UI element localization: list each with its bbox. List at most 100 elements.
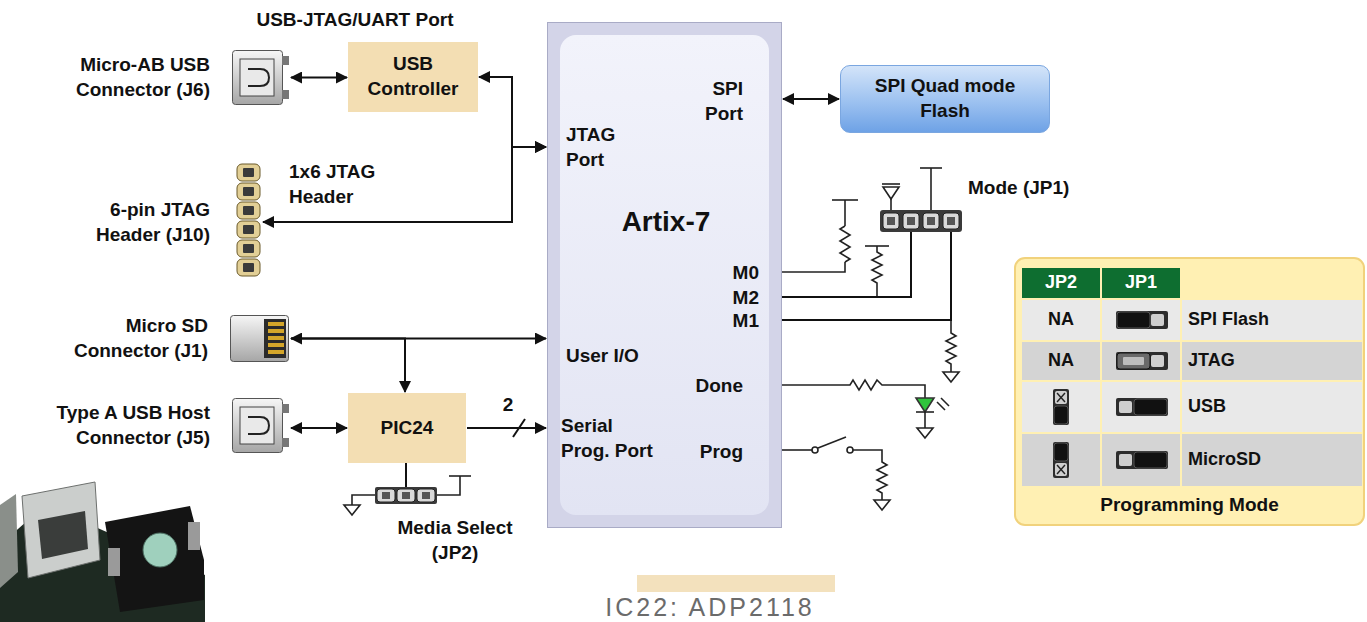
usb-symbol: [248, 417, 269, 434]
jtag-header-icon: [235, 162, 262, 278]
media-select-wiring: [449, 475, 471, 477]
connector: [783, 98, 839, 100]
header-pin: [237, 259, 260, 276]
card-contact: [268, 329, 284, 333]
port-label: JTAG Port: [566, 123, 636, 172]
jumper-header: Media Select (JP2): [375, 487, 437, 504]
jumper-icon: [1057, 465, 1065, 474]
connector-label: Type A USB Host Connector (J5): [35, 401, 210, 450]
jumper-icon: [1117, 353, 1150, 369]
board-photo: [108, 548, 120, 576]
done-led-circuit: [782, 380, 949, 438]
jumper-icon: [1117, 312, 1150, 328]
part-note: IC22: ADP2118: [560, 593, 860, 620]
jumper-icon: [1057, 393, 1065, 402]
jumper-header: Mode (JP1): [880, 210, 962, 232]
power-bar: [637, 575, 835, 592]
pin-hole: [243, 244, 254, 253]
table-caption: Programming Mode: [1015, 490, 1364, 520]
mode-wiring: [882, 183, 900, 185]
connector-label: 6-pin JTAG Header (J10): [60, 198, 210, 247]
table-cell: MicroSD: [1188, 434, 1362, 486]
connector-shell: [233, 399, 283, 453]
media-select-wiring: [437, 476, 460, 495]
usb-connector: Micro-AB USB Connector (J6): [232, 50, 290, 105]
header-pin: [883, 213, 899, 229]
mode-wiring: [840, 226, 850, 262]
jumper-icon: [1119, 401, 1132, 413]
jumper-icon: [1053, 389, 1069, 425]
legend-panel: [1102, 434, 1180, 486]
board-photo: [38, 511, 88, 559]
connector: [782, 232, 911, 297]
legend-panel: [1102, 342, 1180, 380]
pin-hole: [422, 492, 430, 499]
board-photo: [22, 482, 100, 578]
header-label: Media Select (JP2): [375, 516, 535, 565]
legend-panel: [1182, 342, 1362, 380]
pin-hole: [887, 217, 895, 225]
prog-switch-circuit: [782, 437, 890, 510]
card-contact: [268, 350, 284, 354]
board-photo: [105, 506, 204, 612]
legend-panel: [1022, 268, 1100, 298]
done-led-circuit: [782, 380, 925, 398]
jumper-icon: [1054, 443, 1068, 461]
card-contact: [268, 343, 284, 347]
header-pin: [237, 164, 260, 181]
connector: [479, 77, 546, 147]
media-select-wiring: [352, 495, 375, 505]
table-cell: SPI Flash: [1188, 300, 1362, 340]
controller-box: USB-JTAG/UART PortUSB Controller: [348, 42, 478, 112]
prog-switch-circuit: [847, 447, 853, 453]
jumper-icon: [1151, 355, 1164, 367]
mode-wiring: [943, 372, 959, 382]
done-led-circuit: [941, 398, 949, 406]
port-label: User I/O: [566, 344, 676, 369]
jumper-icon: [1116, 311, 1168, 329]
table-cell: NA: [1022, 342, 1100, 380]
sd-connector: Micro SD Connector (J1): [230, 315, 290, 362]
pin-label: M1: [717, 309, 759, 334]
jumper-header-icon: [880, 210, 962, 232]
mode-wiring: [832, 199, 858, 201]
connector-shell: [233, 51, 283, 105]
header-body: [375, 487, 437, 504]
card-slot: [264, 319, 286, 358]
connector-shell: [231, 316, 289, 362]
connector-label: Micro SD Connector (J1): [33, 314, 208, 363]
connector: [405, 463, 407, 487]
jumper-icon: [1054, 406, 1068, 424]
board-photo: [0, 482, 205, 622]
header-body: [880, 210, 962, 232]
connector: [263, 147, 546, 222]
connector: [291, 427, 347, 429]
connector: [291, 77, 347, 79]
connector-label: Micro-AB USB Connector (J6): [35, 53, 210, 102]
port-heading: USB-JTAG/UART Port: [224, 8, 486, 33]
legend-panel: [1022, 300, 1100, 340]
bus-width: 2: [496, 393, 520, 418]
mode-wiring: [844, 200, 846, 226]
jumper-icon: [1151, 314, 1164, 326]
header-pin: [417, 489, 435, 502]
port-label: SPI Port: [683, 77, 743, 126]
connector: [291, 339, 405, 393]
pin-hole: [243, 187, 254, 196]
legend-panel: [1015, 258, 1364, 525]
jumper-icon: [1053, 311, 1168, 478]
mode-wiring: [872, 246, 882, 297]
card-contact: [268, 336, 284, 340]
jumper-icon: [1134, 399, 1167, 415]
port-label: Serial Prog. Port: [561, 414, 661, 463]
jumper-icon: [1116, 398, 1168, 416]
legend-panel: [1022, 434, 1100, 486]
media-select-wiring: [344, 476, 471, 515]
legend-panel: [1022, 382, 1100, 432]
header-pin: [237, 183, 260, 200]
done-led-circuit: [937, 402, 945, 410]
mode-wiring: [782, 262, 845, 272]
connector-tab: [282, 438, 289, 447]
header-pin: [397, 489, 415, 502]
